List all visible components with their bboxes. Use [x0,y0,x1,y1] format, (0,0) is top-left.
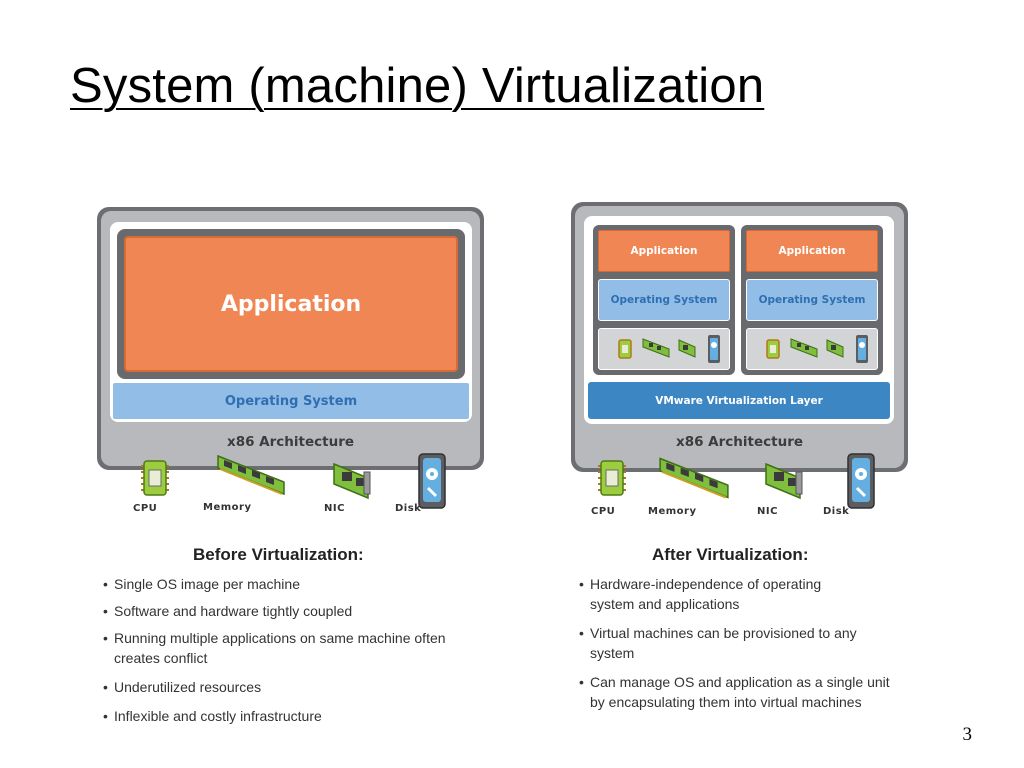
nic-icon [765,462,803,500]
disk-icon [847,453,875,509]
after-disk-label: Disk [823,506,850,517]
after-bullet-list: Hardware-independence of operating syste… [575,574,900,721]
list-item: Underutilized resources [99,677,479,697]
after-architecture-label: x86 Architecture [675,434,804,450]
list-item: Running multiple applications on same ma… [99,628,454,668]
before-cpu-label: CPU [133,503,158,514]
vm2-os-block: Operating System [746,279,878,321]
cpu-icon [141,460,169,496]
cpu-icon [598,460,626,496]
vm1-cpu-icon [618,339,632,359]
before-nic-label: NIC [324,503,345,514]
nic-icon [333,462,371,500]
vm2-application-block: Application [746,230,878,272]
list-item: Hardware-independence of operating syste… [575,574,865,614]
vm1-virtual-hardware [598,328,730,370]
virtualization-layer-block: VMware Virtualization Layer [588,382,890,419]
vm1-disk-icon [708,335,720,363]
before-heading: Before Virtualization: [193,545,364,564]
vm1-memory-icon [642,338,670,358]
after-memory-label: Memory [648,506,697,517]
vm2-cpu-icon [766,339,780,359]
list-item: Inflexible and costly infrastructure [99,706,479,726]
list-item: Single OS image per machine [99,574,479,594]
vm1-os-block: Operating System [598,279,730,321]
virtual-machine-1: Application Operating System [593,225,735,375]
before-os-block: Operating System [113,383,469,419]
page-number: 3 [962,724,973,745]
vm2-disk-icon [856,335,868,363]
before-memory-label: Memory [203,502,252,513]
before-disk-label: Disk [395,503,422,514]
memory-icon [217,454,285,496]
after-heading: After Virtualization: [652,545,809,564]
after-nic-label: NIC [757,506,778,517]
before-application-block: Application [124,236,458,372]
vm1-application-block: Application [598,230,730,272]
vm1-nic-icon [678,339,696,358]
vm2-nic-icon [826,339,844,358]
before-bullet-list: Single OS image per machine Software and… [99,574,479,735]
disk-icon [418,453,446,509]
after-cpu-label: CPU [591,506,616,517]
memory-icon [659,457,729,499]
list-item: Can manage OS and application as a singl… [575,672,895,712]
list-item: Software and hardware tightly coupled [99,601,479,621]
slide-title: System (machine) Virtualization [70,59,765,113]
vm2-virtual-hardware [746,328,878,370]
list-item: Virtual machines can be provisioned to a… [575,623,900,663]
vm2-memory-icon [790,338,818,358]
before-architecture-label: x86 Architecture [226,434,355,450]
virtual-machine-2: Application Operating System [741,225,883,375]
